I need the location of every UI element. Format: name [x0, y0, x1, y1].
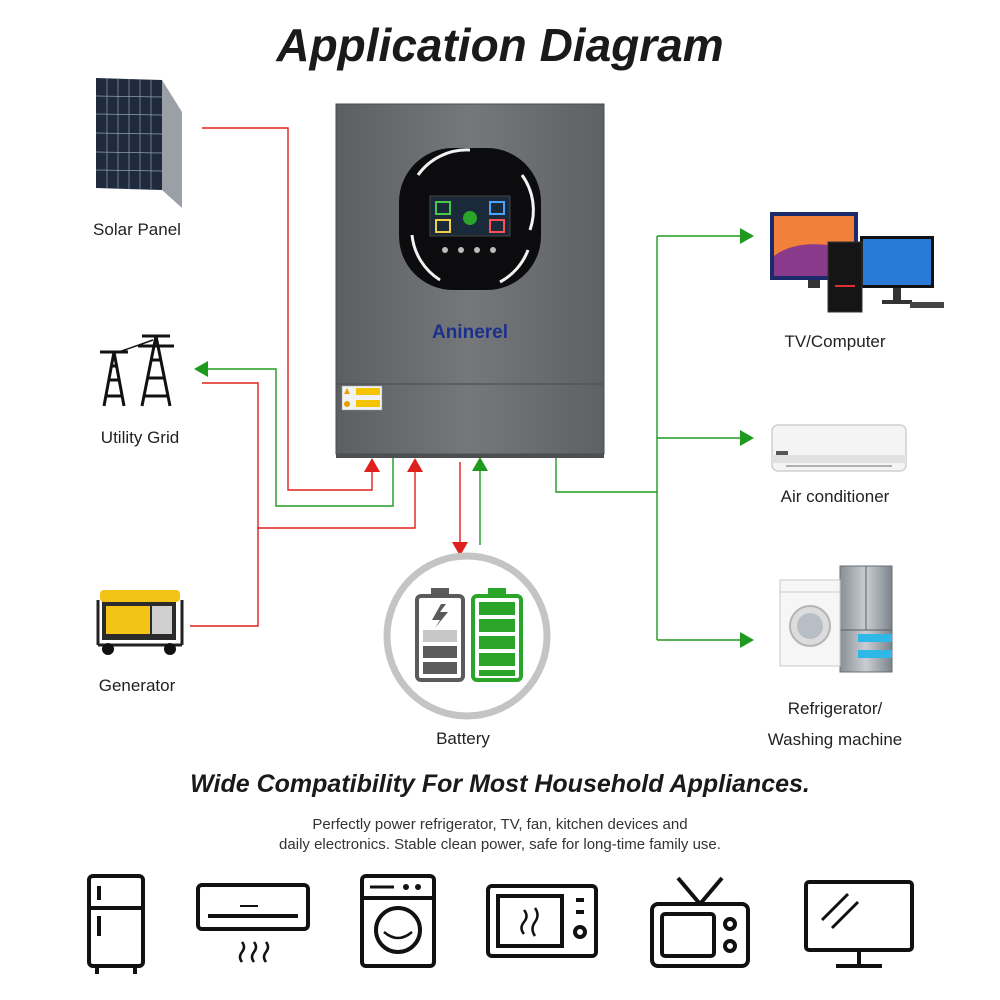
description-line-1: Perfectly power refrigerator, TV, fan, k…	[312, 816, 688, 833]
fridge-washer-icon	[779, 565, 893, 673]
compatibility-description: Perfectly power refrigerator, TV, fan, k…	[0, 815, 1000, 855]
air-conditioner-label: Air conditioner	[780, 487, 890, 506]
ac-outline-icon	[196, 883, 310, 963]
compatibility-heading: Wide Compatibility For Most Household Ap…	[190, 770, 810, 798]
description-line-2: daily electronics. Stable clean power, s…	[279, 836, 721, 853]
generator-wire	[190, 528, 259, 627]
refrigerator-outline-icon	[87, 874, 145, 974]
grid-input-arrowhead	[407, 458, 423, 472]
grid-feedback-arrowhead	[194, 361, 208, 377]
output-wires	[205, 235, 742, 641]
fridge-label-line1: Refrigerator/	[787, 699, 883, 718]
battery-icon	[383, 552, 551, 720]
tv-arrowhead	[740, 228, 754, 244]
battery-label: Battery	[436, 729, 490, 748]
display-panel	[399, 148, 541, 290]
device-brand: Aninerel	[432, 322, 508, 343]
fridge-label-line2: Washing machine	[767, 730, 903, 749]
solar-wire	[202, 127, 373, 491]
utility-grid-icon	[100, 334, 174, 407]
page-title: Application Diagram	[276, 19, 724, 71]
tv-outline-icon	[650, 876, 750, 968]
solar-arrowhead	[364, 458, 380, 472]
ac-arrowhead	[740, 430, 754, 446]
solar-panel-icon	[95, 78, 182, 208]
input-wires	[190, 127, 461, 627]
caution-label	[341, 385, 383, 411]
grid-feedback-wire	[205, 368, 394, 507]
tv-computer-label: TV/Computer	[784, 332, 886, 351]
microwave-outline-icon	[486, 884, 598, 958]
generator-icon	[96, 590, 184, 655]
air-conditioner-icon	[771, 424, 907, 472]
utility-grid-label: Utility Grid	[100, 428, 180, 447]
generator-label: Generator	[98, 676, 176, 695]
tv-computer-icon	[770, 212, 944, 313]
washing-machine-outline-icon	[360, 874, 436, 968]
battery-arrowhead	[452, 542, 468, 556]
inverter-device: Aninerel	[335, 103, 605, 458]
output-arrowheads	[194, 228, 754, 648]
solar-panel-label: Solar Panel	[93, 220, 181, 239]
load-bus-wire	[555, 456, 657, 493]
fridge-arrowhead	[740, 632, 754, 648]
battery-discharge-arrowhead	[472, 457, 488, 471]
input-arrowheads	[364, 458, 468, 556]
monitor-outline-icon	[804, 880, 914, 968]
